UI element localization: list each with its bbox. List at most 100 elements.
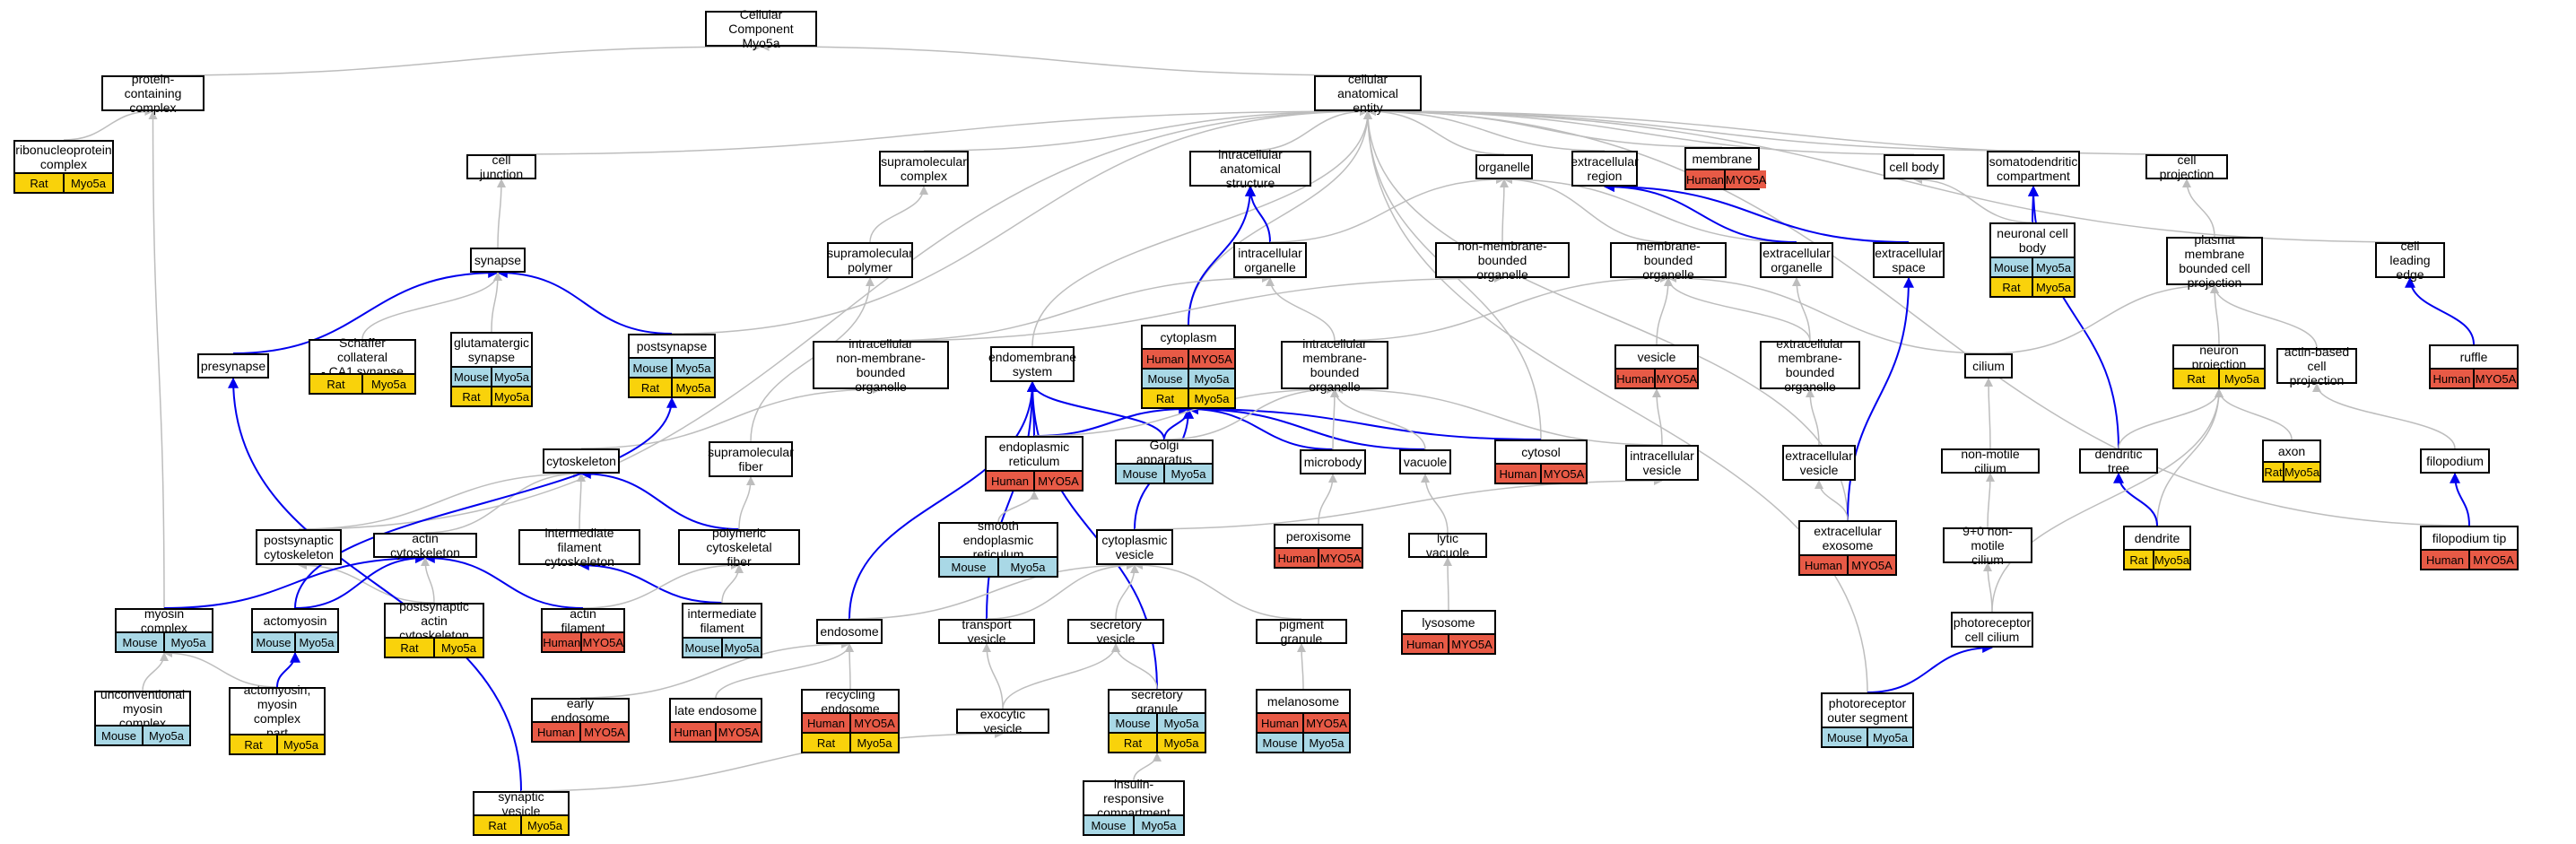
term-node-filo[interactable]: filopodium: [2420, 448, 2490, 474]
term-node-acsk[interactable]: actin cytoskeleton: [373, 531, 477, 560]
edge-cyto-to-cae: [1188, 110, 1372, 326]
gene-symbol: Myo5a: [276, 735, 324, 753]
term-node-cil[interactable]: cilium: [1964, 353, 2013, 378]
term-node-vac[interactable]: vacuole: [1399, 449, 1451, 474]
term-node-cb[interactable]: cell body: [1884, 154, 1945, 179]
term-node-tv[interactable]: transport vesicle: [938, 617, 1035, 646]
edge-pcsk-to-cae: [298, 107, 1369, 530]
edge-sv-to-pre: [228, 377, 522, 792]
species-name: Human: [1616, 370, 1655, 387]
term-node-exv[interactable]: exocytic vesicle: [956, 707, 1049, 735]
term-node-syn[interactable]: synapse: [470, 248, 526, 273]
term-node-org[interactable]: organelle: [1475, 154, 1533, 179]
edge-den-to-dt: [2113, 472, 2158, 526]
term-label: non-motile cilium: [1961, 447, 2020, 475]
edge-if-to-ifc: [578, 560, 723, 604]
term-node-pre[interactable]: presynapse: [197, 353, 269, 378]
term-node-cp[interactable]: cell projection: [2145, 152, 2228, 181]
term-node-mb[interactable]: microbody: [1300, 449, 1366, 474]
term-node-dt[interactable]: dendritic tree: [2079, 447, 2158, 475]
term-node-pg[interactable]: pigment granule: [1256, 617, 1347, 646]
gene-symbol: Myo5a: [849, 734, 898, 752]
term-node-lv[interactable]: lytic vacuole: [1408, 531, 1487, 560]
term-node-nmc[interactable]: non-motile cilium: [1941, 447, 2040, 475]
term-node-cj[interactable]: cell junction: [466, 152, 536, 181]
term-node-endo[interactable]: endosome: [816, 619, 883, 644]
term-node-secv[interactable]: secretory vesicle: [1067, 617, 1164, 646]
term-node-csk[interactable]: cytoskeleton: [543, 448, 620, 474]
edge-pcf-to-smf: [738, 476, 755, 530]
edge-sdc-to-cae: [1367, 107, 2034, 152]
